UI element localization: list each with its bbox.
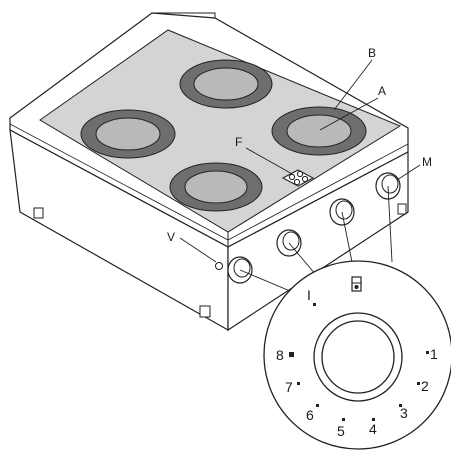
hob-surface xyxy=(39,29,402,233)
dial-knob-inner xyxy=(321,320,395,394)
leader-v xyxy=(179,237,217,263)
hotplate-left xyxy=(80,109,176,159)
hotplate-back xyxy=(179,59,273,109)
leader-a xyxy=(319,97,379,131)
dial-position-8: 8 xyxy=(276,347,284,363)
dial-position-5: 5 xyxy=(337,423,345,439)
foot-front xyxy=(199,305,211,318)
leader-m xyxy=(396,164,421,181)
pilot-symbol-icon xyxy=(351,276,362,292)
dial-position-4: 4 xyxy=(369,421,377,437)
label-v: V xyxy=(167,230,175,244)
zoom-line xyxy=(341,211,353,263)
foot-right xyxy=(397,203,407,215)
label-a: A xyxy=(378,84,386,98)
foot-left xyxy=(33,207,44,219)
dial-position-1: 1 xyxy=(430,346,438,362)
right-face xyxy=(227,151,409,332)
label-f: F xyxy=(235,135,242,149)
leader-f xyxy=(245,147,295,176)
dial-position-2: 2 xyxy=(421,378,429,394)
dial-tick xyxy=(297,382,300,385)
dial-tick xyxy=(372,418,375,421)
hotplate-front xyxy=(169,162,263,212)
leader-b xyxy=(333,59,373,111)
zoom-line xyxy=(387,185,393,263)
dial-position-7: 7 xyxy=(285,379,293,395)
label-m: M xyxy=(422,155,432,169)
switch-v xyxy=(215,262,223,270)
dial-tick xyxy=(313,303,316,306)
dial-tick xyxy=(289,352,294,357)
dial-zoom: I 1 2 3 4 5 6 7 8 xyxy=(263,260,451,450)
label-b: B xyxy=(368,46,376,60)
hotplate-right xyxy=(271,106,367,156)
dial-position-3: 3 xyxy=(400,405,408,421)
dial-mark-off: I xyxy=(307,287,311,303)
dial-tick xyxy=(316,404,319,407)
dial-tick xyxy=(342,418,345,421)
dial-tick xyxy=(417,382,420,385)
dial-position-6: 6 xyxy=(306,407,314,423)
dial-tick xyxy=(426,351,429,354)
dial-tick xyxy=(399,404,402,407)
indicator-lights xyxy=(281,169,315,187)
